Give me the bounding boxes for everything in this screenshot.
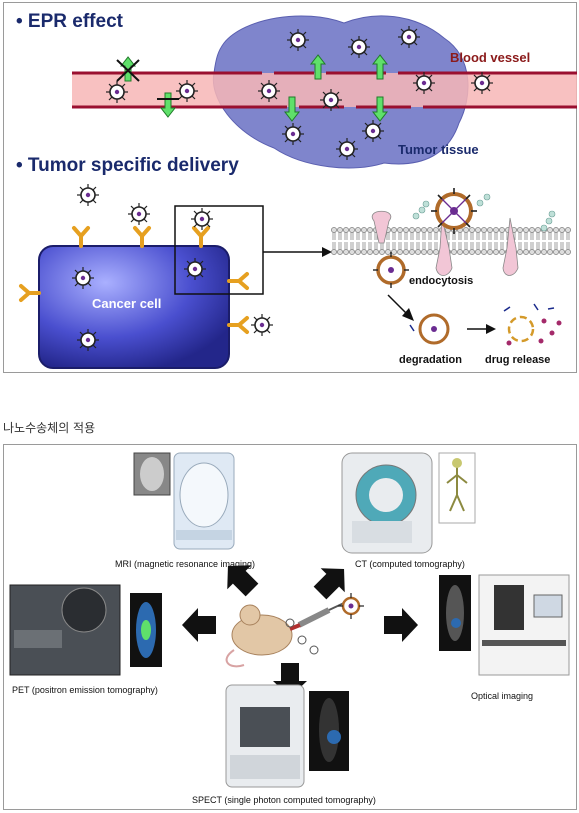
epr-diagram-artwork: /* placeholder - drawn below */ <box>19 15 577 369</box>
endocytosis-label: endocytosis <box>409 275 474 287</box>
mri-caption: MRI (magnetic resonance imaging) <box>115 559 256 569</box>
zoom-box <box>174 205 264 295</box>
arrow-to-pet <box>182 608 216 642</box>
degradation-label: degradation <box>399 354 462 366</box>
section-caption: 나노수송체의 적용 <box>3 421 96 435</box>
cancer-cell-label: Cancer cell <box>92 296 162 311</box>
mouse-illustration <box>231 614 293 656</box>
tumor-delivery-heading: • Tumor specific delivery <box>16 155 239 176</box>
imaging-applications-panel: MRI (magnetic resonance imaging) CT (com… <box>3 444 577 810</box>
pet-caption: PET (positron emission tomography) <box>12 685 158 695</box>
imaging-artwork <box>9 452 570 788</box>
nanoparticle-cluster <box>285 618 319 655</box>
blood-vessel-label: Blood vessel <box>450 50 531 65</box>
ct-caption: CT (computed tomography) <box>355 559 465 569</box>
epr-diagram-panel: /* placeholder - drawn below */ <box>3 2 577 373</box>
arrow-to-optical <box>384 608 418 642</box>
nanoparticle-icon <box>338 593 364 619</box>
tumor-tissue-label: Tumor tissue <box>398 142 479 157</box>
syringe-illustration <box>289 602 345 631</box>
drug-release-label: drug release <box>485 354 551 366</box>
epr-effect-heading: • EPR effect <box>16 11 123 32</box>
optical-caption: Optical imaging <box>471 691 534 701</box>
spect-caption: SPECT (single photon computed tomography… <box>192 795 376 805</box>
